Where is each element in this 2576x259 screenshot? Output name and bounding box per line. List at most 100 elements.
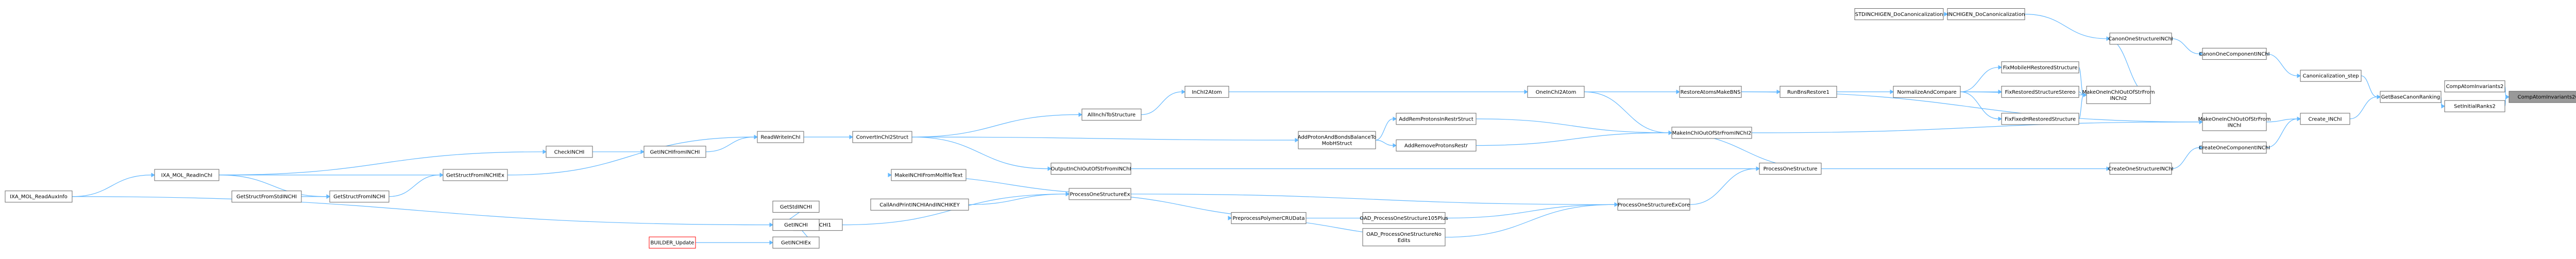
graph-node[interactable]: GetINCHI — [772, 219, 820, 231]
node-label: AddRemoveProtonsRestr — [1404, 143, 1468, 149]
graph-node[interactable]: GetINCHIEx — [772, 236, 820, 249]
graph-node[interactable]: InChI2Atom — [1184, 85, 1229, 98]
graph-node[interactable]: ProcessOneStructureEx — [1069, 188, 1131, 200]
graph-node[interactable]: CheckINCHI — [546, 146, 593, 158]
edge-n38-to-n37 — [592, 149, 645, 154]
graph-node[interactable]: RunBnsRestore1 — [1780, 85, 1837, 98]
graph-node[interactable]: MakeINCHIFromMolfileText — [891, 169, 967, 181]
edge-n26-to-n21 — [1476, 130, 1672, 146]
edge-n19-to-n18 — [1837, 89, 1894, 94]
node-label: IXA_MOL_ReadInChI — [161, 172, 212, 178]
graph-node[interactable]: AllInchiToStructure — [1081, 109, 1142, 121]
graph-node[interactable]: ConvertInChI2Struct — [852, 131, 912, 143]
edge-n43-to-n42 — [72, 172, 155, 197]
graph-node[interactable]: CreateOneComponentINChI — [2199, 142, 2270, 154]
node-label: CompAtomInvariants2Only — [2518, 95, 2576, 100]
graph-node[interactable]: OAD_ProcessOneStructure105Plus — [1360, 212, 1448, 225]
node-label: Create_INChI — [2309, 116, 2342, 122]
graph-node[interactable]: RestoreAtomsMakeBNS — [1679, 85, 1742, 98]
node-label: INChI2 — [2110, 96, 2127, 101]
node-label: CreateOneComponentINChI — [2199, 145, 2270, 151]
graph-node[interactable]: GetStructFromStdINCHI — [231, 191, 302, 203]
node-label: GetINCHI — [784, 222, 808, 228]
graph-node[interactable]: CreateOneStructureINChI — [2108, 163, 2174, 175]
edge-n9-to-n6 — [2266, 53, 2301, 78]
graph-node[interactable]: GetStructFromINCHI — [329, 191, 389, 203]
graph-node[interactable]: MakeInChIOutOfStrFromINChI2 — [1671, 127, 1752, 139]
edge-n24-to-n20 — [1584, 89, 1680, 94]
node-label: ProcessOneStructureEx — [1070, 192, 1130, 197]
graph-node[interactable]: CanonOneStructureINChI — [2108, 32, 2173, 45]
graph-node[interactable]: CompAtomInvariants2 — [2444, 80, 2505, 93]
node-label: GetINCHIEx — [781, 240, 811, 246]
node-label: OutputInChIOutOfStrFromINChI — [1051, 166, 1131, 172]
graph-node[interactable]: AddRemProtonsInRestrStruct — [1396, 113, 1477, 125]
node-label: MobHStruct — [1322, 141, 1352, 147]
graph-node[interactable]: FixFixedHRestoredStructure — [2001, 113, 2079, 125]
graph-node[interactable]: FixRestoredStructureStereo — [2001, 85, 2079, 98]
edge-n7-to-n5 — [2266, 116, 2301, 123]
graph-node[interactable]: CallAndPrintINCHIAndINCHIKEY — [870, 198, 969, 211]
node-label: RestoreAtomsMakeBNS — [1681, 90, 1741, 95]
node-label: AddProtonAndBondsBalanceTo — [1298, 135, 1376, 141]
node-label: CanonOneComponentINChI — [2199, 51, 2269, 57]
edge-n40-to-n39 — [388, 172, 444, 197]
graph-node[interactable]: AddRemoveProtonsRestr — [1396, 140, 1477, 151]
edge-n13-to-n10 — [2024, 13, 2110, 41]
graph-node[interactable]: OneInChI2Atom — [1527, 85, 1585, 98]
edge-n29-to-n23 — [1130, 194, 1618, 207]
node-label: CompAtomInvariants2 — [2446, 84, 2504, 90]
edge-n27-to-n26 — [1375, 140, 1397, 148]
graph-node[interactable]: ProcessOneStructure — [1759, 163, 1822, 175]
graph-node[interactable]: Canonicalization_step — [2300, 70, 2362, 82]
node-label: FixFixedHRestoredStructure — [2005, 116, 2076, 122]
graph-node[interactable]: IXA_MOL_ReadAuxInfo — [5, 191, 73, 203]
graph-node[interactable]: GetStructFromINCHIEx — [443, 169, 508, 181]
edge-n8-to-n5 — [2266, 116, 2301, 148]
graph-node[interactable]: STDINCHIGEN_DoCanonicalization — [1854, 8, 1944, 20]
graph-node[interactable]: BUILDER_Update — [649, 236, 696, 249]
node-label: ProcessOneStructureExCore — [1618, 202, 1690, 208]
node-label: MakeINCHIFromMolfileText — [895, 172, 963, 178]
node-label: CanonOneStructureINChI — [2108, 37, 2173, 42]
edge-n42-to-n40 — [218, 175, 330, 199]
node-label: MakeOneInChIOutOfStrFrom — [2198, 116, 2271, 122]
graph-node[interactable]: OutputInChIOutOfStrFromINChI — [1050, 163, 1131, 175]
edge-n21-to-n7 — [1751, 119, 2203, 133]
graph-node[interactable]: SetInitialRanks2 — [2444, 100, 2505, 112]
node-label: GetStdINCHI — [780, 204, 812, 210]
graph-nodes: CompAtomInvariants2Only CompAtomInvariant… — [5, 8, 2576, 249]
edge-n28-to-n22 — [1131, 166, 1760, 171]
graph-node[interactable]: GetINCHIfromINCHI — [643, 146, 706, 158]
node-label: IXA_MOL_ReadAuxInfo — [10, 194, 67, 200]
edge-n18-to-n15 — [1960, 65, 2002, 92]
graph-node[interactable]: CanonOneComponentINChI — [2199, 48, 2270, 60]
edge-n18-to-n17 — [1960, 91, 2002, 122]
graph-node[interactable]: INCHIGEN_DoCanonicalization — [1947, 8, 2025, 20]
graph-node[interactable]: ProcessOneStructureExCore — [1617, 198, 1690, 211]
edge-n34-to-n33 — [1141, 89, 1185, 115]
edge-n23-to-n22 — [1689, 166, 1760, 205]
graph-node[interactable]: ReadWriteInChI — [757, 131, 804, 143]
graph-node[interactable]: FixMobileHRestoredStructure — [2001, 61, 2079, 74]
node-label: NormalizeAndCompare — [1897, 90, 1956, 95]
graph-node[interactable]: NormalizeAndCompare — [1893, 85, 1961, 98]
node-label: FixRestoredStructureStereo — [2005, 90, 2075, 95]
node-label: ReadWriteInChI — [760, 135, 800, 141]
edge-n42-to-n39 — [218, 172, 444, 178]
graph-node[interactable]: PreprocessPolymerCRUData — [1231, 212, 1307, 225]
graph-node[interactable]: GetStdINCHI — [772, 200, 820, 213]
node-label: GetStructFromINCHIEx — [446, 172, 504, 178]
graph-node[interactable]: CompAtomInvariants2Only — [2509, 91, 2576, 103]
node-label: PreprocessPolymerCRUData — [1233, 216, 1305, 221]
edge-n36-to-n35 — [804, 134, 853, 140]
graph-node[interactable]: Create_INChI — [2300, 113, 2350, 125]
graph-node[interactable]: GetBaseCanonRanking — [2380, 91, 2442, 103]
graph-node[interactable]: IXA_MOL_ReadInChI — [154, 169, 219, 181]
node-label: MakeInChIOutOfStrFromINChI2 — [1672, 130, 1752, 136]
